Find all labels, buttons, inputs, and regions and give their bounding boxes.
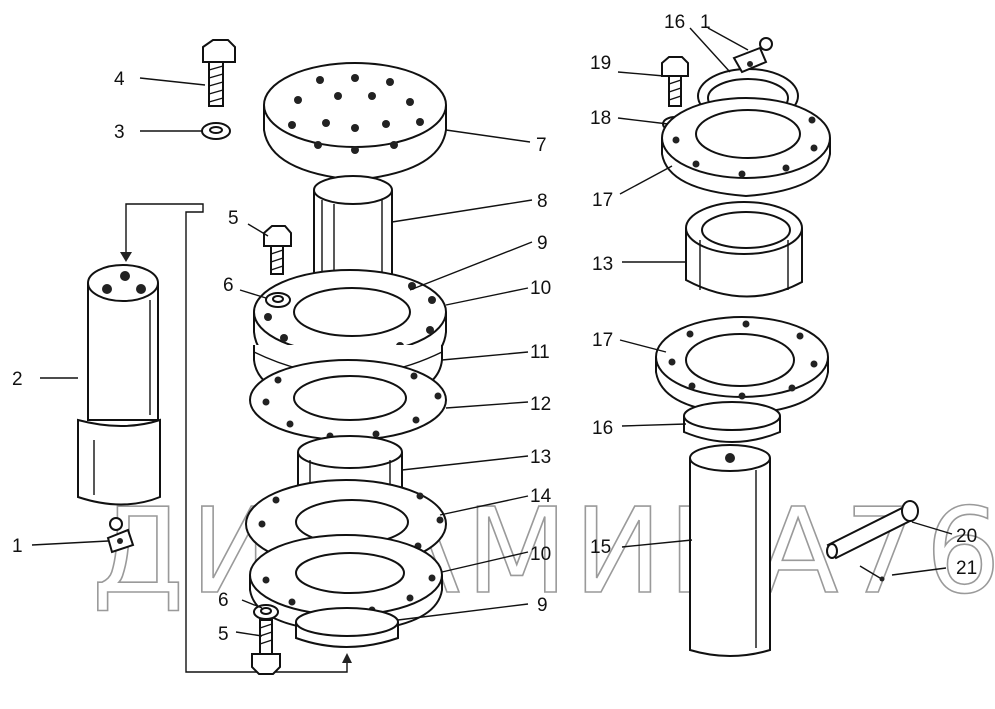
label-17: 17 <box>592 190 613 211</box>
part-6-washer-top <box>265 292 291 308</box>
label-13: 13 <box>530 447 551 468</box>
part-labels: 4 3 7 5 8 9 6 10 11 2 12 13 1 14 10 6 9 … <box>12 12 977 645</box>
part-17-flange-bottom <box>655 316 829 416</box>
label-1: 1 <box>700 12 711 33</box>
label-11: 11 <box>530 342 550 363</box>
part-5-bolt-top <box>263 225 292 275</box>
part-9-seal-bottom <box>295 607 399 648</box>
label-1: 1 <box>12 536 23 557</box>
label-7: 7 <box>536 135 547 156</box>
part-17-flange-top <box>661 97 831 198</box>
label-10: 10 <box>530 544 551 565</box>
label-14: 14 <box>530 486 552 507</box>
part-1-nipple-left <box>106 517 135 554</box>
label-15: 15 <box>590 537 611 558</box>
part-3-washer <box>201 122 231 140</box>
label-3: 3 <box>114 122 125 143</box>
leader-lines <box>31 27 953 637</box>
part-5-bolt-bottom <box>251 619 281 675</box>
part-16-seal-bottom <box>683 401 781 443</box>
part-15-shaft <box>689 444 771 657</box>
part-7-top-plate <box>263 62 447 182</box>
label-19: 19 <box>590 53 611 74</box>
label-13: 13 <box>592 254 613 275</box>
label-5: 5 <box>218 624 229 645</box>
label-20: 20 <box>956 526 977 547</box>
part-2-insert <box>77 264 161 506</box>
label-6: 6 <box>218 590 229 611</box>
label-10: 10 <box>530 278 551 299</box>
label-12: 12 <box>530 394 551 415</box>
label-9: 9 <box>537 233 548 254</box>
part-1-nipple-right <box>732 37 773 74</box>
label-8: 8 <box>537 191 548 212</box>
label-17: 17 <box>592 330 613 351</box>
label-16: 16 <box>592 418 613 439</box>
part-20-pin <box>826 500 919 560</box>
part-19-bolt <box>661 56 689 107</box>
part-4-bolt <box>202 39 236 107</box>
label-16: 16 <box>664 12 685 33</box>
assembly-arrow <box>120 203 352 673</box>
part-6-washer-bottom <box>253 604 279 620</box>
label-2: 2 <box>12 369 23 390</box>
label-4: 4 <box>114 69 125 90</box>
label-6: 6 <box>223 275 234 296</box>
part-13-bushing-right <box>685 201 803 298</box>
label-9: 9 <box>537 595 548 616</box>
label-21: 21 <box>956 558 977 579</box>
part-21-cotter <box>859 565 885 582</box>
label-18: 18 <box>590 108 611 129</box>
label-5: 5 <box>228 208 239 229</box>
part-12-gasket <box>249 359 447 441</box>
